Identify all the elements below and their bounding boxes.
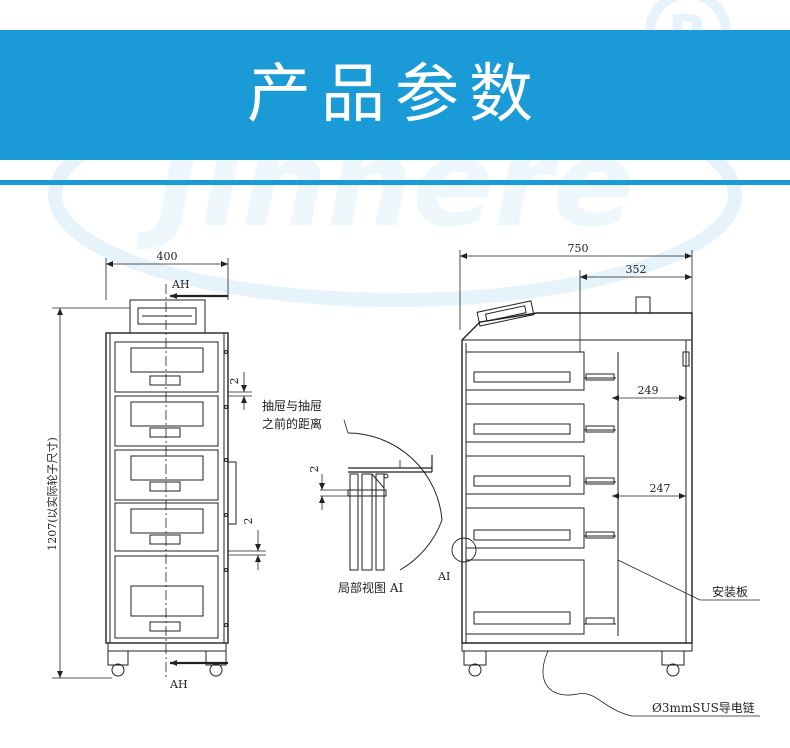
front-height-label: 1207(以实际轮子尺寸): [45, 437, 59, 551]
drawer-gap-top-label: 2: [228, 378, 241, 385]
title-banner: 产品参数: [0, 30, 790, 160]
page-title: 产品参数: [247, 58, 543, 132]
mount-plate-label: 安装板: [712, 584, 748, 599]
side-drawer-large: [465, 559, 616, 635]
side-drawer: [465, 507, 616, 549]
drawer-offset-upper-label: 249: [638, 384, 659, 397]
front-width-label: 400: [157, 250, 178, 263]
front-drawer: [114, 341, 219, 393]
detail-note-line2: 之前的距离: [262, 416, 322, 431]
side-inner-depth-label: 352: [626, 263, 647, 276]
detail-caption: 局部视图 AI: [338, 580, 403, 595]
side-depth-label: 750: [568, 242, 589, 255]
front-drawer: [114, 395, 219, 447]
front-drawer-large: [114, 555, 219, 639]
title-underline: [0, 180, 790, 185]
detail-view: [319, 419, 443, 571]
detail-gap-label: 2: [308, 466, 321, 473]
cable-chain-label: Ø3mmSUS导电链: [652, 700, 755, 715]
drawer-gap-bottom-label: 2: [242, 518, 255, 525]
section-label-top: AH: [171, 278, 190, 291]
section-label-bottom: AH: [169, 678, 188, 691]
front-view: [105, 284, 237, 680]
detail-marker-label: AI: [437, 570, 450, 583]
side-drawer: [465, 455, 616, 495]
side-drawer: [465, 351, 616, 391]
drawer-offset-lower-label: 247: [650, 482, 671, 495]
front-drawer: [114, 502, 219, 552]
front-drawer: [114, 449, 219, 501]
detail-note-line1: 抽屉与抽屉: [262, 399, 322, 413]
side-drawer: [465, 403, 616, 443]
